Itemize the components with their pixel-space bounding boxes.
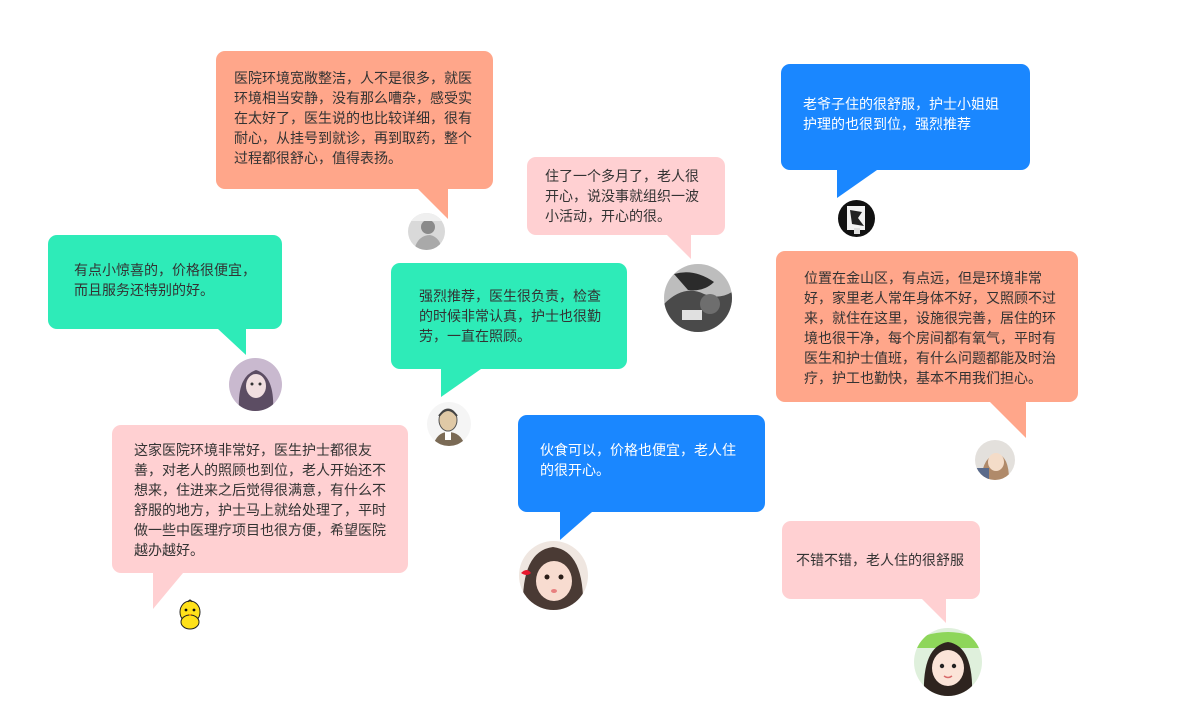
avatar-girl-lilac [229, 358, 282, 411]
review-text-7: 这家医院环境非常好，医生护士都很友善，对老人的照顾也到位，老人开始还不想来，住进… [134, 443, 386, 559]
review-tail-9 [922, 599, 946, 623]
review-tail-6 [990, 402, 1026, 438]
avatar-baby-face [519, 541, 588, 610]
avatar-yellow-chick [174, 598, 207, 631]
review-text-3: 老爷子住的很舒服，护士小姐姐护理的也很到位，强烈推荐 [803, 97, 999, 133]
review-bubble-3: 老爷子住的很舒服，护士小姐姐护理的也很到位，强烈推荐 [781, 64, 1030, 170]
review-text-9: 不错不错，老人住的很舒服 [796, 553, 964, 569]
avatar-dark-photo [664, 264, 732, 332]
review-tail-8 [560, 512, 592, 540]
review-text-1: 医院环境宽敞整洁，人不是很多，就医环境相当安静，没有那么嘈杂，感受实在太好了，医… [234, 71, 472, 167]
review-bubble-8: 伙食可以，价格也便宜，老人住的很开心。 [518, 415, 765, 512]
review-bubble-5: 强烈推荐，医生很负责，检查的时候非常认真，护士也很勤劳，一直在照顾。 [391, 263, 627, 369]
avatar-ink-sketch [838, 200, 875, 237]
avatar-old-man-sketch [427, 402, 471, 446]
review-bubble-6: 位置在金山区，有点远，但是环境非常好，家里老人常年身体不好，又照顾不过来，就住在… [776, 251, 1078, 402]
review-tail-7 [153, 573, 183, 609]
review-bubble-9: 不错不错，老人住的很舒服 [782, 521, 980, 599]
review-tail-4 [218, 329, 246, 355]
review-bubble-2: 住了一个多月了，老人很开心，说没事就组织一波小活动，开心的很。 [527, 157, 725, 235]
review-bubble-7: 这家医院环境非常好，医生护士都很友善，对老人的照顾也到位，老人开始还不想来，住进… [112, 425, 408, 573]
avatar-child-toy [975, 440, 1015, 480]
review-text-2: 住了一个多月了，老人很开心，说没事就组织一波小活动，开心的很。 [545, 169, 699, 225]
review-text-5: 强烈推荐，医生很负责，检查的时候非常认真，护士也很勤劳，一直在照顾。 [419, 289, 601, 345]
review-tail-3 [837, 170, 877, 198]
review-text-4: 有点小惊喜的，价格很便宜，而且服务还特别的好。 [74, 263, 256, 299]
review-bubble-1: 医院环境宽敞整洁，人不是很多，就医环境相当安静，没有那么嘈杂，感受实在太好了，医… [216, 51, 493, 189]
avatar-little-girl [914, 628, 982, 696]
avatar-grey-portrait [408, 213, 445, 250]
review-text-6: 位置在金山区，有点远，但是环境非常好，家里老人常年身体不好，又照顾不过来，就住在… [804, 271, 1056, 387]
review-tail-5 [441, 369, 481, 397]
review-text-8: 伙食可以，价格也便宜，老人住的很开心。 [540, 443, 736, 479]
review-tail-2 [667, 235, 691, 259]
review-bubble-4: 有点小惊喜的，价格很便宜，而且服务还特别的好。 [48, 235, 282, 329]
